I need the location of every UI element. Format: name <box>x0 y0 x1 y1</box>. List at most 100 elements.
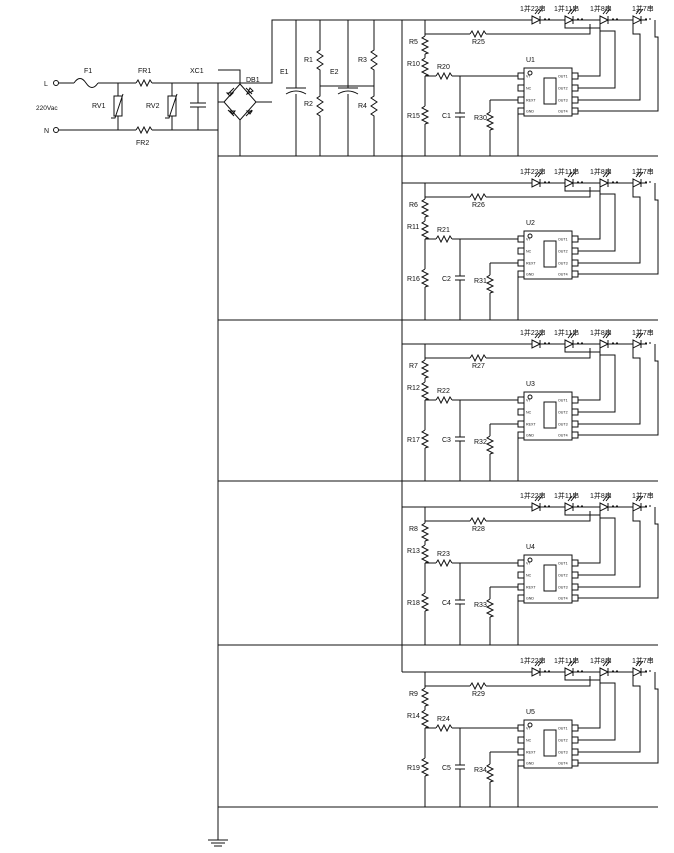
ic-output-wire <box>578 507 641 588</box>
resistor-led-label: R27 <box>472 363 485 370</box>
led-diode <box>531 339 542 349</box>
ic-pin <box>571 396 579 404</box>
ic-output-wire <box>578 344 641 425</box>
led-string-label: 1并22串 <box>520 656 546 665</box>
resistor-mid-label: R14 <box>407 713 420 720</box>
resistor-led-label: R29 <box>472 691 485 698</box>
led-string-label: 1并8串 <box>590 656 612 665</box>
led-diode <box>564 178 575 188</box>
r3-label: R3 <box>358 57 367 64</box>
led-diode <box>564 339 575 349</box>
resistor-led-label: R28 <box>472 526 485 533</box>
led-string-label: 1并7串 <box>632 491 654 500</box>
resistor-ext-label: R21 <box>437 227 450 234</box>
ic-pin-label: VT <box>526 238 531 242</box>
ic-pin-label: OUT3 <box>558 99 568 103</box>
ic-pin-label: OUT2 <box>558 574 568 578</box>
resistor-ext-label: R22 <box>437 388 450 395</box>
led-string-label: 1并11串 <box>554 4 579 13</box>
resistor-sense-label: R31 <box>474 278 487 285</box>
ic-pin <box>517 431 525 439</box>
resistor-led-label: R25 <box>472 39 485 46</box>
led-string-label: 1并8串 <box>590 167 612 176</box>
ic-pin-label: VT <box>526 727 531 731</box>
ic-pin <box>517 259 525 267</box>
led-diode <box>632 178 643 188</box>
led-diode <box>632 667 643 677</box>
ic-pin <box>571 759 579 767</box>
resistor-r2 <box>316 86 324 156</box>
r-led-wire <box>486 511 591 522</box>
resistor-fr1 <box>135 78 153 88</box>
resistor-bottom-label: R18 <box>407 600 420 607</box>
ic-pin1-mark <box>527 394 533 400</box>
resistor-sense-label: R30 <box>474 115 487 122</box>
resistor-top-label: R7 <box>409 363 418 370</box>
ic-pin1-mark <box>527 70 533 76</box>
ic-pin-label: REXT <box>526 751 536 755</box>
ic-pin <box>571 736 579 744</box>
resistor-ext <box>435 395 453 405</box>
ic-pin-label: NC <box>526 739 532 743</box>
ic-pin-label: OUT3 <box>558 262 568 266</box>
resistor-sense-label: R33 <box>474 602 487 609</box>
ic-pin <box>571 96 579 104</box>
ic-pin-label: OUT2 <box>558 411 568 415</box>
capacitor-label: C2 <box>442 276 451 283</box>
ic-pin <box>571 247 579 255</box>
ic-pin-label: NC <box>526 411 532 415</box>
ic-pin <box>571 571 579 579</box>
ic-pin-label: OUT1 <box>558 399 568 403</box>
ic-pin <box>571 724 579 732</box>
rv1-label: RV1 <box>92 103 106 110</box>
led-string-label: 1并11串 <box>554 656 579 665</box>
ic-pin <box>517 235 525 243</box>
led-diode <box>531 178 542 188</box>
ic-output-wire <box>578 183 616 252</box>
resistor-sense <box>485 763 495 783</box>
ac-input-section: L N 220Vac F1 FR1 FR2 RV1 RV2 XC1 <box>36 19 402 156</box>
fr2-label: FR2 <box>136 140 149 147</box>
ic-pin-label: REXT <box>526 99 536 103</box>
led-diode <box>564 15 575 25</box>
led-string-label: 1并11串 <box>554 167 579 176</box>
resistor-top <box>420 198 430 218</box>
ic-pin-label: OUT4 <box>558 597 568 601</box>
ic-pin-label: GND <box>526 273 534 277</box>
ic-pin <box>517 759 525 767</box>
resistor-ext <box>435 234 453 244</box>
ic-die <box>543 401 557 429</box>
line-terminal-label: L <box>44 81 48 88</box>
resistor-led <box>469 29 487 39</box>
resistor-bottom <box>420 429 430 449</box>
ic-pin <box>517 107 525 115</box>
light-arrows <box>534 332 543 339</box>
ic-pin-label: OUT1 <box>558 562 568 566</box>
resistor-top-label: R8 <box>409 526 418 533</box>
led-string-label: 1并8串 <box>590 328 612 337</box>
resistor-ext-label: R20 <box>437 64 450 71</box>
ic-label: U5 <box>526 709 535 716</box>
ic-output-wire <box>578 183 659 275</box>
resistor-sense <box>485 111 495 131</box>
varistor-rv2 <box>167 95 177 117</box>
light-arrows <box>534 495 543 502</box>
varistor-rv1 <box>113 95 123 117</box>
ic-pin <box>517 420 525 428</box>
ic-pin <box>517 96 525 104</box>
ic-output-wire <box>578 183 641 264</box>
r-led-wire <box>486 676 591 687</box>
ic-pin-label: NC <box>526 250 532 254</box>
led-diode <box>599 15 610 25</box>
light-arrows <box>635 332 644 339</box>
resistor-ext-label: R24 <box>437 716 450 723</box>
led-string-label: 1并22串 <box>520 4 546 13</box>
ic-pin-label: VT <box>526 75 531 79</box>
resistor-sense <box>485 598 495 618</box>
ic-pin-label: GND <box>526 110 534 114</box>
resistor-bottom <box>420 592 430 612</box>
r1-label: R1 <box>304 57 313 64</box>
